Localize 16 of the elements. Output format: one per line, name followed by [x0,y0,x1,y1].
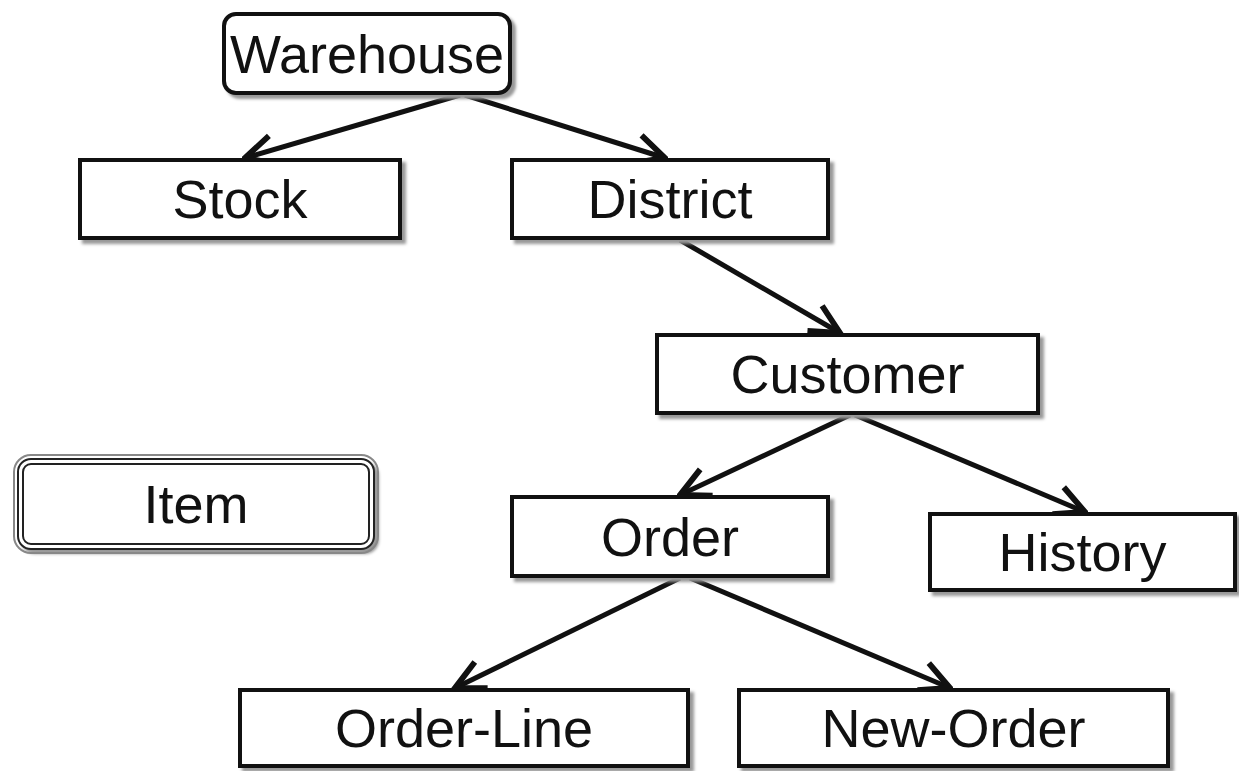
entity-name: Order [600,509,739,564]
entity-box [238,688,690,768]
entity-name: District [587,172,753,226]
entity-name: Warehouse [229,26,505,81]
entity-name: Item [143,477,249,531]
entity-box [737,688,1170,768]
entity-name: Stock [172,172,308,226]
entity-box [510,495,830,578]
entity-box [655,333,1040,415]
entity-name: Customer [730,347,965,401]
entity-box [78,158,402,240]
entity-name: New-Order [821,701,1086,755]
entity-box [928,512,1237,592]
entity-box [510,158,830,240]
entity-name: Order-Line [334,701,594,755]
entity-box [222,12,512,95]
